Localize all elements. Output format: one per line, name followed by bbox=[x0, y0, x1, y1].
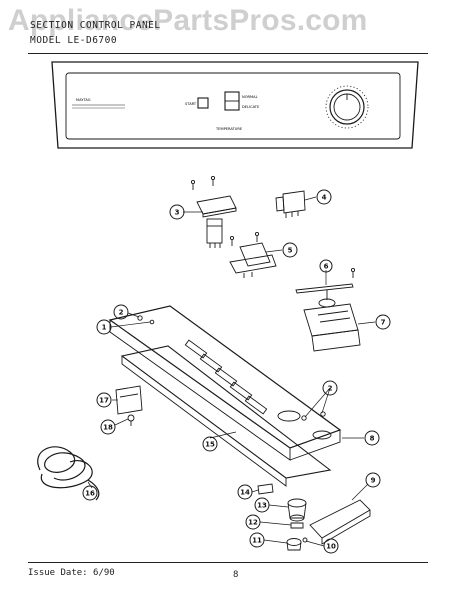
bracket-17 bbox=[115, 385, 143, 415]
spring-clip-12 bbox=[290, 522, 304, 529]
callout-11: 11 bbox=[252, 537, 262, 545]
issue-date: Issue Date: 6/90 bbox=[28, 568, 115, 578]
callout-7: 7 bbox=[381, 319, 386, 327]
panel-label-normal: NORMAL bbox=[242, 95, 258, 99]
callout-4: 4 bbox=[322, 194, 327, 202]
bottom-rule bbox=[28, 562, 428, 563]
switch-4 bbox=[275, 190, 306, 218]
callout-18: 18 bbox=[103, 424, 113, 432]
screw-18 bbox=[127, 414, 135, 426]
control-panel-front-view bbox=[51, 61, 419, 149]
knob-13 bbox=[287, 498, 307, 522]
bracket-6 bbox=[295, 267, 356, 294]
bracket-9 bbox=[309, 499, 371, 545]
console-panel-15 bbox=[108, 305, 342, 487]
top-rule bbox=[28, 53, 428, 54]
callout-5: 5 bbox=[288, 247, 293, 255]
callout-15: 15 bbox=[205, 441, 215, 449]
callout-12: 12 bbox=[248, 519, 258, 527]
callout-6: 6 bbox=[324, 263, 329, 271]
panel-label-delicate: DELICATE bbox=[242, 105, 260, 109]
callout-17: 17 bbox=[99, 397, 109, 405]
knob-11 bbox=[286, 538, 302, 551]
callout-10: 10 bbox=[326, 543, 336, 551]
panel-label-temperature: TEMPERATURE bbox=[215, 127, 243, 131]
wire-harness-16 bbox=[37, 446, 100, 501]
leader-lines bbox=[87, 196, 376, 547]
panel-brand: MAYTAG bbox=[76, 98, 91, 102]
page-number: 8 bbox=[233, 570, 239, 580]
callout-14: 14 bbox=[240, 489, 250, 497]
push-button-switch-3 bbox=[190, 175, 237, 248]
callout-13: 13 bbox=[257, 502, 267, 510]
callout-8: 8 bbox=[370, 435, 375, 443]
switch-5 bbox=[229, 231, 277, 278]
callout-16: 16 bbox=[85, 490, 95, 498]
timer-7 bbox=[303, 290, 361, 352]
screw-2 bbox=[137, 315, 326, 421]
callout-3: 3 bbox=[175, 209, 180, 217]
callout-1: 1 bbox=[102, 324, 107, 332]
callout-circles bbox=[82, 189, 391, 554]
clip-14 bbox=[257, 483, 274, 495]
callout-2a: 2 bbox=[119, 309, 124, 317]
section-title: SECTION CONTROL PANEL bbox=[30, 20, 161, 31]
model-title: MODEL LE-D6700 bbox=[30, 35, 118, 46]
screw-10 bbox=[302, 537, 308, 543]
callout-2b: 2 bbox=[328, 385, 333, 393]
callout-9: 9 bbox=[371, 477, 376, 485]
watermark: AppliancePartsPros.com bbox=[8, 4, 368, 37]
panel-label-start: START bbox=[185, 102, 197, 106]
